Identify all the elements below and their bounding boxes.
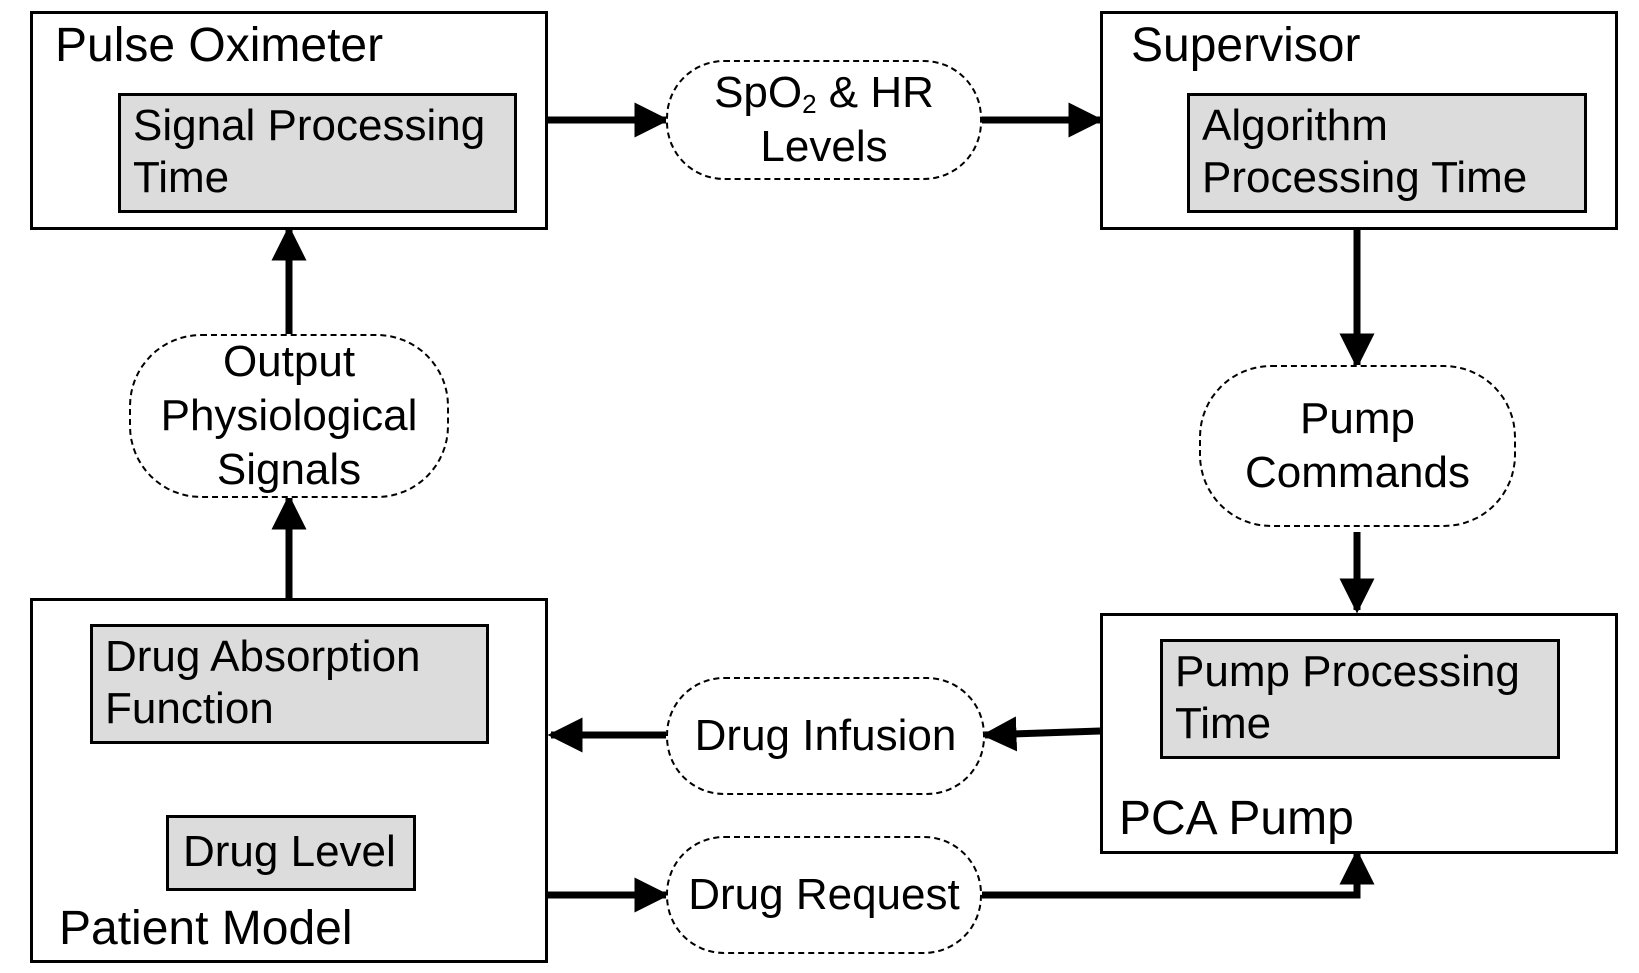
supervisor-title: Supervisor: [1131, 19, 1361, 72]
output-signals-line-1: Output: [222, 337, 356, 386]
algorithm-processing-time-box: Algorithm Processing Time: [1187, 93, 1587, 213]
pca-pump-title: PCA Pump: [1119, 792, 1354, 845]
drug-request-signal: Drug Request: [666, 836, 982, 954]
pump-processing-time-box: Pump Processing Time: [1160, 639, 1560, 759]
drug-absorption-line-2: Function: [105, 684, 274, 733]
pca-pump-block: Pump Processing Time PCA Pump: [1100, 613, 1618, 854]
patient-model-title: Patient Model: [59, 902, 353, 955]
pulse-oximeter-block: Pulse Oximeter Signal Processing Time: [30, 11, 548, 230]
spo2-hr-levels-signal: SpO2 & HR Levels: [666, 60, 982, 180]
drug-absorption-function-box: Drug Absorption Function: [90, 624, 489, 744]
patient-model-block: Drug Absorption Function Drug Level Pati…: [30, 598, 548, 963]
output-signals-line-3: Signals: [216, 445, 362, 494]
arrow-pca-to-drug-infusion: [981, 716, 1101, 752]
signal-processing-time-box: Signal Processing Time: [118, 93, 517, 213]
pump-commands-signal: Pump Commands: [1199, 365, 1516, 527]
drug-infusion-label: Drug Infusion: [694, 711, 957, 760]
pump-processing-line-1: Pump Processing: [1175, 647, 1520, 696]
drug-level-box: Drug Level: [166, 815, 416, 891]
spo2-hr-line-2: Levels: [760, 122, 888, 171]
pump-commands-line-1: Pump: [1300, 394, 1415, 443]
algorithm-processing-line-2: Processing Time: [1202, 153, 1528, 202]
drug-request-label: Drug Request: [688, 870, 960, 919]
output-signals-line-2: Physiological: [160, 391, 418, 440]
signal-processing-line-2: Time: [133, 153, 230, 202]
spo2-hr-line-1: SpO2 & HR: [714, 68, 934, 119]
output-physiological-signals-signal: Output Physiological Signals: [129, 334, 449, 498]
signal-processing-line-1: Signal Processing: [133, 101, 486, 150]
arrow-drug-request-to-pca: [982, 849, 1375, 899]
algorithm-processing-line-1: Algorithm: [1202, 101, 1388, 150]
supervisor-block: Supervisor Algorithm Processing Time: [1100, 11, 1618, 230]
pump-commands-line-2: Commands: [1245, 448, 1470, 497]
pump-processing-line-2: Time: [1175, 699, 1272, 748]
drug-absorption-line-1: Drug Absorption: [105, 632, 421, 681]
drug-infusion-signal: Drug Infusion: [666, 677, 985, 795]
pulse-oximeter-title: Pulse Oximeter: [55, 19, 384, 72]
